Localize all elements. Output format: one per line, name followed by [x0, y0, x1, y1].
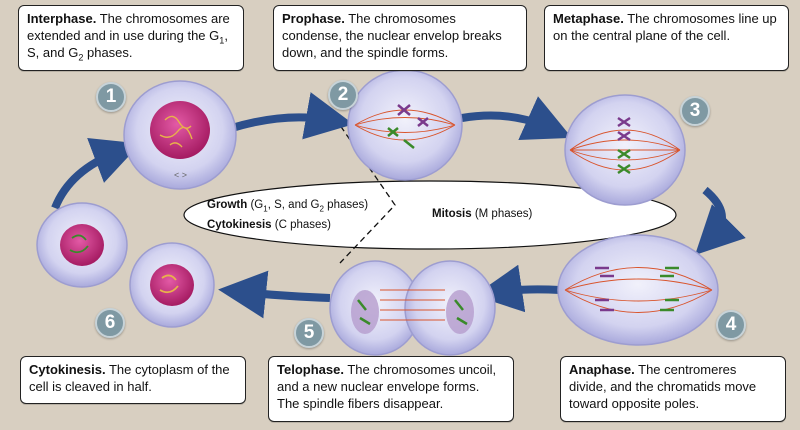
prophase-text: The chromosomes condense, the nuclear en… — [282, 11, 502, 60]
growth-b: , S, and G — [267, 199, 320, 211]
growth-a: (G — [247, 199, 264, 211]
cell-anaphase — [557, 234, 719, 346]
interphase-text-a: The chromosomes are extended and in use … — [27, 11, 230, 43]
growth-bold: Growth — [207, 199, 248, 211]
metaphase-title: Metaphase. — [553, 11, 624, 26]
interphase-sub1: 1 — [219, 35, 225, 46]
cyto-rest: (C phases) — [271, 219, 331, 231]
arrow-4-to-5 — [474, 264, 561, 313]
arrow-2-to-3 — [461, 96, 572, 141]
interphase-description: Interphase. The chromosomes are extended… — [18, 5, 244, 71]
interphase-title: Interphase. — [27, 11, 97, 26]
arrow-3-to-4 — [695, 186, 746, 255]
cycle-center-ellipse — [183, 180, 677, 250]
telophase-title: Telophase. — [277, 362, 344, 377]
stage-number-4: 4 — [716, 310, 746, 340]
svg-text:< >: < > — [174, 170, 187, 180]
growth-sub2: 2 — [319, 204, 324, 214]
cell-prophase — [347, 69, 463, 181]
stage-number-2: 2 — [328, 80, 358, 110]
interphase-text-b: , S, and G — [27, 28, 228, 60]
cell-telophase — [329, 260, 496, 356]
arrow-5-to-6 — [218, 270, 331, 319]
anaphase-title: Anaphase. — [569, 362, 635, 377]
mitosis-label: Mitosis (M phases) — [432, 208, 532, 220]
cytokinesis-phase-label: Cytokinesis (C phases) — [207, 219, 331, 231]
arrow-6-to-1 — [51, 137, 141, 210]
prophase-description: Prophase. The chromosomes condense, the … — [273, 5, 527, 71]
growth-sub1: 1 — [263, 204, 268, 214]
cell-cytokinesis-upper — [36, 202, 128, 288]
cytokinesis-title: Cytokinesis. — [29, 362, 106, 377]
growth-label: Growth (G1, S, and G2 phases) — [207, 199, 369, 214]
cell-metaphase — [564, 94, 686, 206]
telophase-description: Telophase. The chromosomes uncoil, and a… — [268, 356, 514, 422]
cell-interphase: < > — [123, 80, 237, 190]
mitosis-bold: Mitosis — [432, 208, 472, 220]
telophase-text: The chromosomes uncoil, and a new nuclea… — [277, 362, 497, 411]
metaphase-text: The chromosomes line up on the central p… — [553, 11, 777, 43]
stage-number-3: 3 — [680, 96, 710, 126]
interphase-text-c: phases. — [83, 45, 133, 60]
growth-c: phases) — [323, 199, 369, 211]
cell-cytokinesis-lower — [129, 242, 215, 328]
interphase-sub2: 2 — [78, 52, 84, 63]
metaphase-description: Metaphase. The chromosomes line up on th… — [544, 5, 789, 71]
anaphase-text: The centromeres divide, and the chromati… — [569, 362, 757, 411]
stage-number-1: 1 — [96, 82, 126, 112]
mitosis-rest: (M phases) — [471, 208, 533, 220]
cytokinesis-text: The cytoplasm of the cell is cleaved in … — [29, 362, 230, 394]
cyto-bold: Cytokinesis — [207, 219, 272, 231]
prophase-title: Prophase. — [282, 11, 345, 26]
stage-number-6: 6 — [95, 308, 125, 338]
arrow-1-to-2 — [230, 92, 354, 140]
stage-number-5: 5 — [294, 318, 324, 348]
anaphase-description: Anaphase. The centromeres divide, and th… — [560, 356, 786, 422]
cytokinesis-description: Cytokinesis. The cytoplasm of the cell i… — [20, 356, 246, 404]
